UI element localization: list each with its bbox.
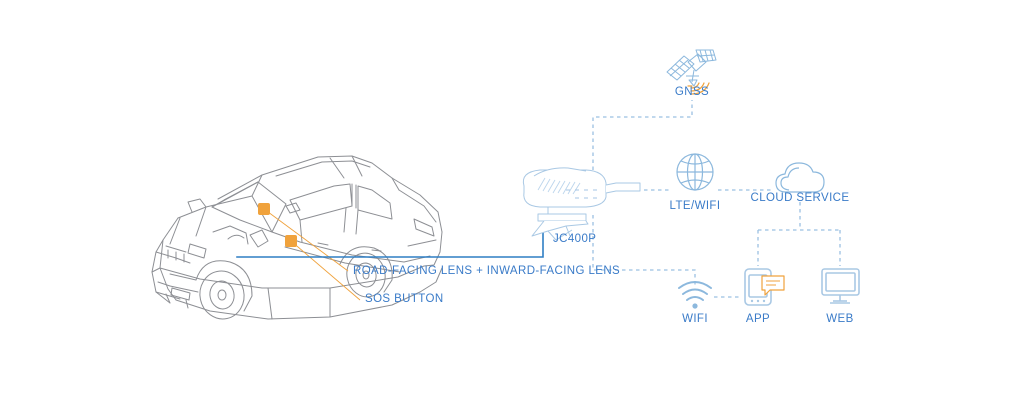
globe-icon	[676, 153, 714, 191]
dashcam-icon	[522, 167, 641, 241]
web-label: WEB	[826, 313, 854, 325]
app-label: APP	[745, 313, 771, 325]
car-illustration	[151, 155, 443, 320]
sos-leader-line	[290, 240, 361, 301]
lens-leader-line	[263, 208, 349, 272]
cloud-icon	[775, 162, 825, 193]
lens-callout-label: ROAD-FACING LENS + INWARD-FACING LENS	[353, 265, 621, 277]
sos-marker	[285, 235, 297, 247]
device-pointer-line	[236, 227, 544, 258]
device-label: JC400P	[553, 233, 597, 245]
gnss-label: GNSS	[674, 86, 710, 98]
gnss-signal-waves	[687, 82, 710, 95]
monitor-icon	[821, 268, 860, 304]
wifi-icon	[678, 281, 712, 309]
chat-bubble-icon	[761, 275, 785, 296]
lens-marker	[258, 203, 270, 215]
link-device-wifi	[592, 215, 696, 285]
sos-callout-label: SOS BUTTON	[365, 293, 444, 305]
cloud-label: CLOUD SERVICE	[750, 192, 850, 204]
lte-label: LTE/WIFI	[669, 200, 721, 212]
satellite-icon	[666, 49, 717, 87]
wifi-label: WIFI	[682, 313, 708, 325]
